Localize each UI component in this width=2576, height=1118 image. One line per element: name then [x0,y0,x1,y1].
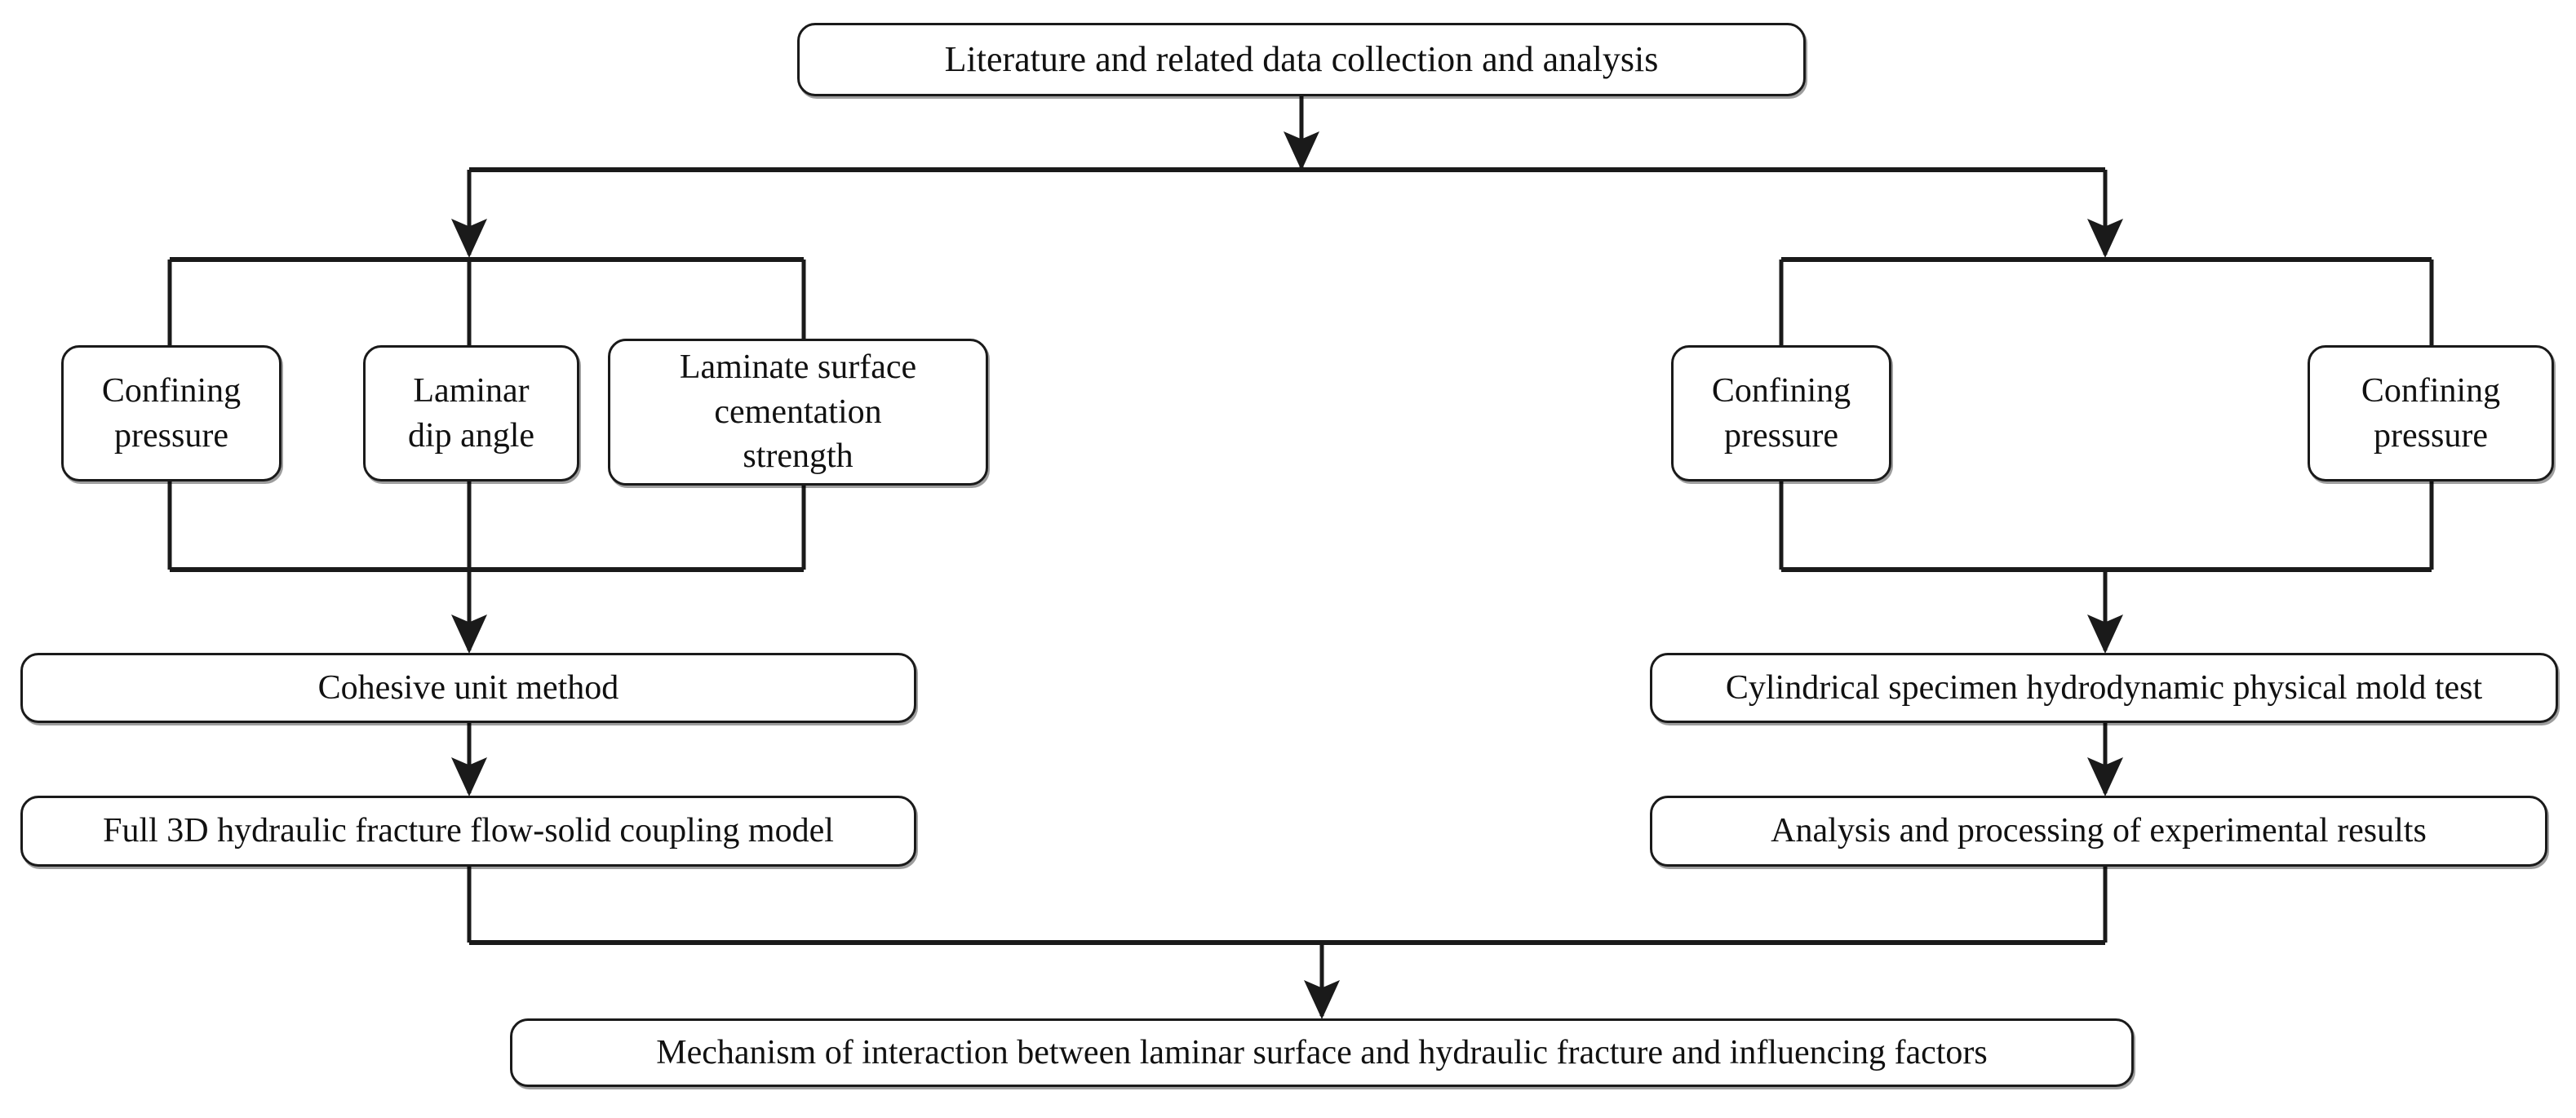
node-cylindrical-specimen-mold-test[interactable]: Cylindrical specimen hydrodynamic physic… [1650,653,2558,723]
node-literature-collection-label: Literature and related data collection a… [944,39,1659,80]
node-left-factor-laminar-dip-angle[interactable]: Laminar dip angle [363,345,579,481]
node-right-factor-confining-pressure-2[interactable]: Confining pressure [2308,345,2554,481]
node-conclusion-mechanism-label: Mechanism of interaction between laminar… [656,1033,1988,1071]
node-left-factor-laminar-dip-angle-label: Laminar dip angle [407,371,535,455]
node-right-factor-confining-pressure-1[interactable]: Confining pressure [1671,345,1891,481]
node-left-factor-confining-pressure-label: Confining pressure [101,371,242,455]
node-cylindrical-specimen-mold-test-label: Cylindrical specimen hydrodynamic physic… [1725,668,2483,707]
node-left-factor-laminate-cementation-strength[interactable]: Laminate surface cementation strength [608,339,988,486]
node-cohesive-unit-method-label: Cohesive unit method [317,668,619,707]
node-analysis-experimental-results[interactable]: Analysis and processing of experimental … [1650,796,2547,867]
node-full-3d-coupling-model[interactable]: Full 3D hydraulic fracture flow-solid co… [20,796,916,867]
node-left-factor-confining-pressure[interactable]: Confining pressure [61,345,282,481]
node-right-factor-confining-pressure-1-label: Confining pressure [1711,371,1851,455]
node-full-3d-coupling-model-label: Full 3D hydraulic fracture flow-solid co… [103,812,834,850]
node-left-factor-laminate-cementation-strength-label: Laminate surface cementation strength [679,348,917,476]
node-conclusion-mechanism[interactable]: Mechanism of interaction between laminar… [510,1018,2134,1087]
node-literature-collection[interactable]: Literature and related data collection a… [797,23,1806,96]
node-right-factor-confining-pressure-2-label: Confining pressure [2361,371,2501,455]
node-analysis-experimental-results-label: Analysis and processing of experimental … [1771,812,2427,850]
node-cohesive-unit-method[interactable]: Cohesive unit method [20,653,916,723]
